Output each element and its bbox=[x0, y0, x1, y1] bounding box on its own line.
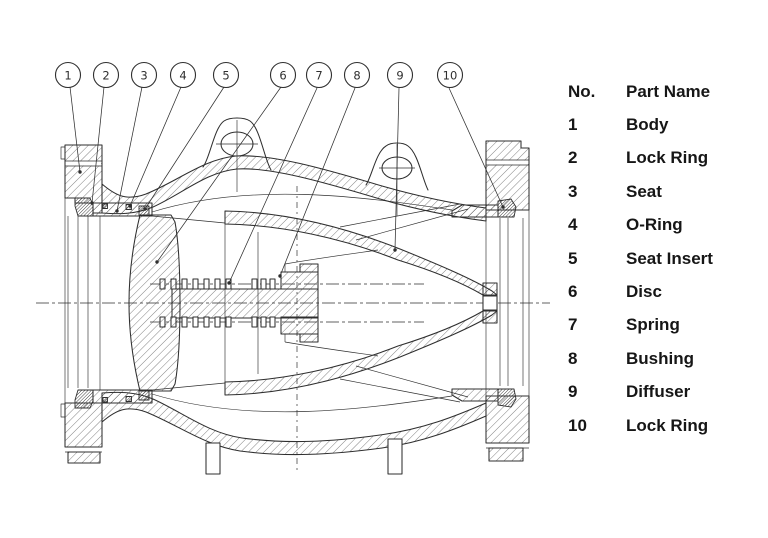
part-name: Seat Insert bbox=[626, 248, 713, 268]
balloon-8-label: 8 bbox=[353, 69, 360, 83]
balloon-2: 2 bbox=[92, 61, 120, 89]
balloon-6-label: 6 bbox=[279, 69, 286, 83]
part-name: Lock Ring bbox=[626, 415, 709, 435]
part-number: 4 bbox=[568, 215, 578, 235]
balloon-10: 10 bbox=[436, 61, 464, 89]
balloon-8: 8 bbox=[343, 61, 371, 89]
balloon-4: 4 bbox=[169, 61, 197, 89]
part-number: 6 bbox=[568, 282, 578, 302]
col-header-name: Part Name bbox=[626, 81, 711, 101]
balloon-7-label: 7 bbox=[315, 69, 322, 83]
balloon-9: 9 bbox=[386, 61, 414, 89]
body-section bbox=[101, 117, 487, 475]
part-number: 5 bbox=[568, 248, 578, 268]
balloon-3-label: 3 bbox=[140, 69, 147, 83]
bushing bbox=[280, 263, 319, 343]
parts-list-header: No. Part Name bbox=[568, 75, 763, 108]
part-row: 8 Bushing bbox=[568, 342, 763, 375]
part-number: 10 bbox=[568, 415, 587, 435]
lock-rings bbox=[74, 197, 517, 409]
diffuser bbox=[224, 203, 498, 403]
part-number: 9 bbox=[568, 382, 578, 402]
part-name: Diffuser bbox=[626, 382, 691, 402]
part-row: 4 O-Ring bbox=[568, 209, 763, 242]
balloon-10-label: 10 bbox=[443, 69, 458, 83]
part-name: Spring bbox=[626, 315, 680, 335]
balloon-2-label: 2 bbox=[102, 69, 109, 83]
balloon-5-label: 5 bbox=[222, 69, 229, 83]
part-row: 2 Lock Ring bbox=[568, 142, 763, 175]
balloon-4-label: 4 bbox=[179, 69, 186, 83]
part-number: 8 bbox=[568, 348, 578, 368]
part-name: O-Ring bbox=[626, 215, 683, 235]
part-row: 3 Seat bbox=[568, 175, 763, 208]
part-row: 6 Disc bbox=[568, 275, 763, 308]
balloon-7: 7 bbox=[305, 61, 333, 89]
balloon-1-label: 1 bbox=[64, 69, 71, 83]
balloon-6: 6 bbox=[269, 61, 297, 89]
part-number: 3 bbox=[568, 181, 578, 201]
part-row: 10 Lock Ring bbox=[568, 409, 763, 442]
leader-lines bbox=[69, 86, 505, 285]
disc bbox=[128, 214, 181, 392]
parts-list: No. Part Name 1 Body 2 Lock Ring 3 Seat … bbox=[568, 75, 763, 442]
left-flange bbox=[60, 144, 103, 464]
part-row: 9 Diffuser bbox=[568, 376, 763, 409]
part-name: Seat bbox=[626, 181, 662, 201]
part-name: Body bbox=[626, 115, 669, 135]
part-name: Disc bbox=[626, 282, 662, 302]
part-name: Bushing bbox=[626, 348, 694, 368]
balloon-3: 3 bbox=[130, 61, 158, 89]
part-name: Lock Ring bbox=[626, 148, 709, 168]
part-number: 7 bbox=[568, 315, 578, 335]
part-row: 1 Body bbox=[568, 108, 763, 141]
part-row: 5 Seat Insert bbox=[568, 242, 763, 275]
part-number: 1 bbox=[568, 115, 578, 135]
col-header-no: No. bbox=[568, 81, 596, 101]
balloon-1: 1 bbox=[54, 61, 82, 89]
part-number: 2 bbox=[568, 148, 578, 168]
balloon-5: 5 bbox=[212, 61, 240, 89]
seat-assembly bbox=[92, 202, 226, 404]
balloon-9-label: 9 bbox=[396, 69, 403, 83]
part-row: 7 Spring bbox=[568, 309, 763, 342]
